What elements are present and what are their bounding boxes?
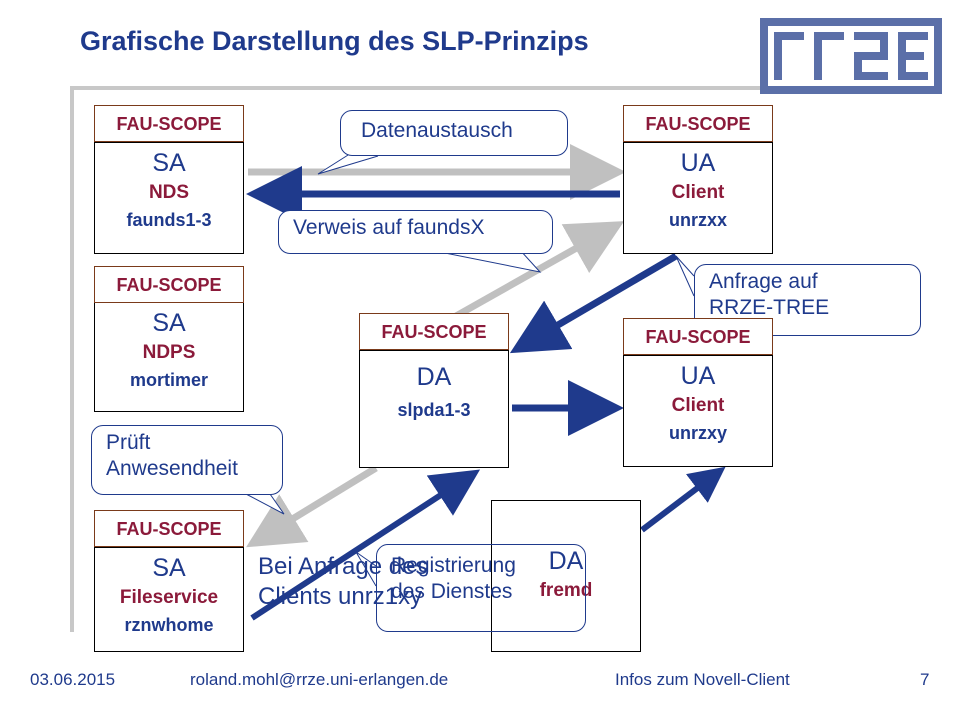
node-host: rznwhome (124, 615, 214, 635)
callout-verweis-text: Verweis auf faundsX (293, 216, 485, 239)
node-host: mortimer (129, 370, 209, 390)
callout-verweis: Verweis auf faundsX (278, 210, 553, 254)
arrow-referral (454, 221, 625, 320)
footer-page-number: 7 (920, 670, 930, 689)
node-role: UA (680, 362, 716, 390)
callout-registrierung-line1: Registrierung (391, 554, 516, 577)
node-sa-nds: SA NDS faunds1-3 (94, 142, 244, 254)
scope-label: FAU-SCOPE (94, 105, 244, 142)
slide-title: Grafische Darstellung des SLP-Prinzips (80, 26, 589, 56)
callout-pruft-line1: Prüft (106, 431, 151, 454)
callout-tail-pruft (245, 493, 285, 515)
callout-anfrage-line2: RRZE-TREE (709, 296, 830, 320)
node-sa-fileservice: SA Fileservice rznwhome (94, 547, 244, 652)
node-service: Client (671, 182, 725, 203)
scope-label: FAU-SCOPE (623, 105, 773, 142)
header-rule (70, 86, 760, 90)
node-host: faunds1-3 (126, 210, 212, 230)
left-rule (70, 86, 74, 632)
scope-label: FAU-SCOPE (94, 510, 244, 547)
callout-anfrage-line1: Anfrage auf (709, 270, 818, 293)
node-role: SA (152, 149, 186, 177)
overlay-annotation: Bei Anfrage des Clients unrz1xy (258, 552, 427, 612)
node-role: SA (152, 554, 186, 582)
node-service: NDPS (142, 342, 196, 363)
rrze-logo (760, 18, 942, 94)
node-service: Fileservice (119, 587, 219, 608)
overlay-line1: Bei Anfrage des (258, 553, 428, 580)
node-host: unrzxx (668, 210, 728, 230)
node-service: NDS (148, 182, 190, 203)
node-service: Client (671, 395, 725, 416)
callout-tail-datenaustausch (317, 149, 379, 175)
callout-tail-registrierung (355, 551, 377, 587)
footer-date: 03.06.2015 (30, 670, 116, 689)
node-service: fremd (539, 580, 593, 601)
callout-registrierung-line2: des Dienstes (391, 580, 513, 604)
overlay-line2: Clients unrz1xy (258, 583, 423, 610)
callout-pruft-line2: Anwesendheit (106, 457, 238, 481)
node-role: DA (416, 363, 452, 391)
node-role: SA (152, 309, 186, 337)
node-da-slpda: DA slpda1-3 (359, 350, 509, 468)
scope-label: FAU-SCOPE (623, 318, 773, 355)
callout-pruft: Prüft Anwesendheit (91, 425, 283, 495)
node-ua-client-1: UA Client unrzxx (623, 142, 773, 254)
callout-datenaustausch: Datenaustausch (340, 110, 568, 156)
callout-tail-verweis (429, 249, 542, 273)
node-role: UA (680, 149, 716, 177)
arrow-check-presence (246, 465, 378, 548)
node-da-fremd: DA fremd (491, 500, 641, 652)
node-ua-client-2: UA Client unrzxy (623, 355, 773, 467)
node-sa-ndps: SA NDPS mortimer (94, 302, 244, 412)
node-host: slpda1-3 (397, 400, 471, 420)
arrow-fremd-to-ua (640, 466, 726, 533)
arrow-registration (250, 469, 481, 621)
scope-label: FAU-SCOPE (94, 266, 244, 303)
callout-tail-anfrage (675, 255, 695, 297)
footer-topic: Infos zum Novell-Client (615, 670, 790, 689)
node-host: unrzxy (668, 423, 728, 443)
scope-label: FAU-SCOPE (359, 313, 509, 350)
callout-datenaustausch-text: Datenaustausch (361, 119, 513, 142)
footer-email: roland.mohl@rrze.uni-erlangen.de (190, 670, 449, 689)
callout-registrierung: Registrierung des Dienstes (376, 544, 586, 632)
arrow-query (509, 252, 678, 354)
